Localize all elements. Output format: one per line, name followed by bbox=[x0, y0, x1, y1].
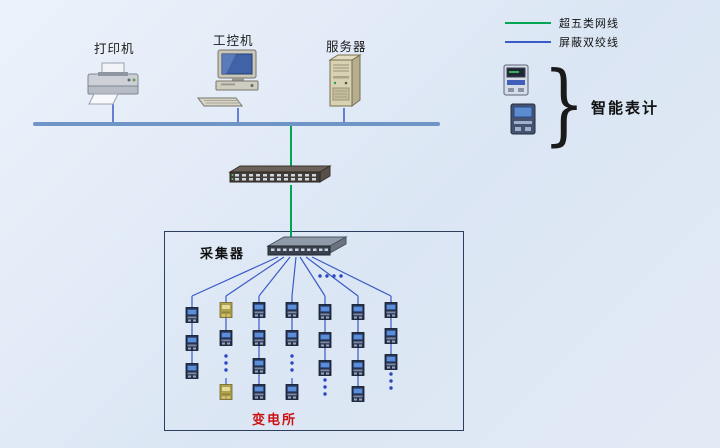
stp-line-swatch bbox=[505, 40, 551, 43]
server-label: 服务器 bbox=[326, 40, 367, 54]
legend: 超五类网线 屏蔽双绞线 bbox=[505, 13, 619, 51]
cat5e-line-swatch bbox=[505, 21, 551, 24]
industrial-pc-label: 工控机 bbox=[213, 34, 254, 48]
legend-item-stp: 屏蔽双绞线 bbox=[505, 32, 619, 51]
collector-label: 采集器 bbox=[200, 246, 246, 261]
smart-meter-b-icon bbox=[510, 103, 536, 135]
printer-label: 打印机 bbox=[94, 42, 135, 56]
legend-label: 屏蔽双绞线 bbox=[559, 36, 619, 49]
industrial-pc-icon bbox=[196, 48, 272, 110]
legend-item-cat5e: 超五类网线 bbox=[505, 13, 619, 32]
printer-icon bbox=[82, 60, 144, 108]
brace-glyph: } bbox=[543, 52, 585, 155]
substation-box bbox=[164, 231, 464, 431]
smart-meter-a-icon bbox=[503, 64, 529, 96]
server-icon bbox=[324, 52, 366, 110]
legend-label: 超五类网线 bbox=[559, 17, 619, 30]
smart-meter-group-label: 智能表计 bbox=[591, 101, 660, 117]
collector-icon bbox=[262, 234, 348, 260]
substation-label: 变电所 bbox=[252, 412, 298, 427]
switch-icon bbox=[226, 164, 332, 186]
